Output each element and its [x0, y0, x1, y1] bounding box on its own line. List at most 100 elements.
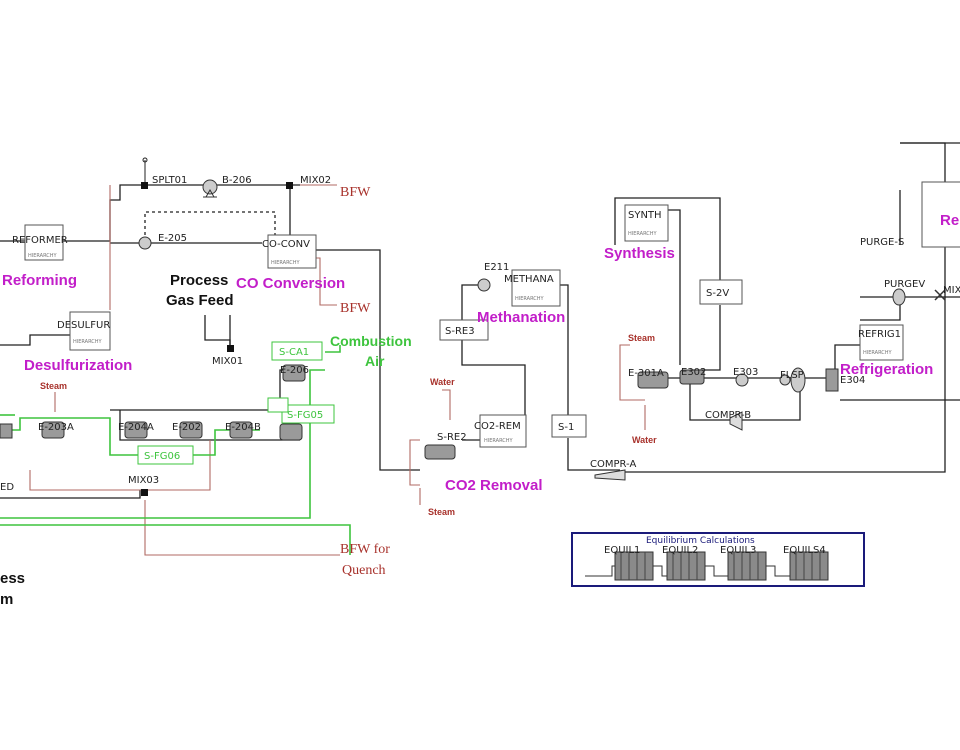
co2-removal-title: CO2 Removal — [445, 477, 543, 494]
right-edge-block[interactable]: Re — [921, 181, 960, 248]
svg-text:MIX03: MIX03 — [128, 475, 159, 486]
svg-text:S-CA1: S-CA1 — [279, 347, 309, 358]
sfg-small-block[interactable] — [267, 397, 289, 413]
pump-b206[interactable]: B-206 — [202, 175, 252, 198]
s1-block[interactable]: S-1 — [551, 414, 587, 438]
svg-text:E302: E302 — [681, 367, 706, 378]
sfg06-block[interactable]: S-FG06 — [137, 445, 194, 465]
sca1-block[interactable]: S-CA1 — [271, 341, 323, 361]
stream-methana-s1[interactable] — [560, 284, 569, 415]
stream-red-syn-steam[interactable] — [619, 344, 645, 401]
equil3-reactor[interactable]: EQUIL3 — [720, 545, 767, 581]
heat-exchanger-e206b[interactable] — [279, 423, 303, 441]
stream-flash-comprb[interactable] — [740, 390, 801, 421]
heat-exchanger-e204b[interactable]: E-204B — [225, 421, 261, 439]
sre3-block[interactable]: S-RE3 — [439, 319, 489, 341]
svg-text:MIX06: MIX06 — [943, 285, 960, 296]
heat-exchanger-e304[interactable]: E304 — [825, 368, 865, 392]
purgev-label: PURGEV — [884, 279, 925, 290]
equil4-reactor[interactable]: EQUILS4 — [783, 545, 829, 581]
stream-green-bottom[interactable] — [0, 524, 351, 555]
purgev-drum[interactable] — [892, 288, 906, 306]
desulfur-block[interactable]: DESULFUR HIERARCHY — [57, 311, 111, 351]
heat-exchanger-e301a[interactable]: E-301A — [628, 368, 669, 389]
purges-label: PURGE-S — [860, 237, 904, 248]
svg-text:FLSP: FLSP — [780, 370, 804, 381]
stream-comprb[interactable] — [689, 380, 735, 421]
stream-green-ca1[interactable] — [325, 345, 341, 353]
stream-red-bfw2[interactable] — [316, 257, 337, 306]
bfw-quench-label: BFW for Quench — [340, 542, 390, 578]
mix06-block[interactable]: MIX06 — [934, 285, 960, 301]
compr-a[interactable]: COMPR-A — [590, 459, 636, 481]
svg-text:S-RE2: S-RE2 — [437, 432, 467, 443]
svg-text:SYNTH: SYNTH — [628, 210, 662, 221]
equil1-reactor[interactable]: EQUIL1 — [604, 545, 654, 581]
sfg05-block[interactable]: S-FG05 — [281, 404, 335, 424]
svg-text:Quench: Quench — [342, 563, 386, 578]
reformer-block[interactable]: REFORMER HIERARCHY — [12, 224, 68, 261]
mix03-block[interactable]: MIX03 — [128, 475, 159, 496]
stream-desulfur-loop[interactable] — [0, 334, 70, 346]
methana-block[interactable]: METHANA HIERARCHY — [504, 269, 561, 307]
coconv-block[interactable]: CO-CONV HIERARCHY — [262, 234, 317, 269]
equilibrium-calculations-box[interactable]: Equilibrium Calculations EQUIL1 EQUIL2 E… — [571, 532, 865, 587]
heat-exchanger-e203a[interactable]: E-203A — [38, 421, 74, 439]
stream-sre3-down[interactable] — [461, 340, 526, 415]
svg-text:EQUIL3: EQUIL3 — [720, 545, 756, 556]
heat-exchanger-e204a[interactable]: E-204A — [118, 421, 154, 439]
stream-red-left[interactable] — [29, 440, 211, 491]
heat-exchanger-e202[interactable]: E-202 — [172, 421, 203, 439]
reforming-title: Reforming — [2, 272, 77, 289]
water-label-2: Water — [632, 435, 657, 445]
stream-red-co2[interactable] — [409, 439, 420, 486]
svg-text:Gas Feed: Gas Feed — [166, 292, 234, 309]
svg-text:m: m — [0, 591, 13, 608]
svg-text:MIX02: MIX02 — [300, 175, 331, 186]
splt01-block[interactable]: SPLT01 — [141, 157, 187, 189]
co2rem-block[interactable]: CO2-REM HIERARCHY — [474, 414, 527, 448]
stream-green-hx[interactable] — [0, 417, 260, 456]
stream-compra-long[interactable] — [625, 142, 946, 473]
equil2-reactor[interactable]: EQUIL2 — [662, 545, 706, 581]
mix01-block[interactable]: MIX01 — [212, 345, 243, 367]
flash-drum[interactable]: FLSP — [779, 367, 806, 393]
heat-exchanger-e303[interactable]: E303 — [733, 367, 758, 387]
stream-left-bottom[interactable] — [0, 490, 141, 499]
compr-b[interactable]: COMPR-B — [705, 410, 751, 431]
svg-text:S-FG06: S-FG06 — [144, 451, 180, 462]
svg-text:EQUIL1: EQUIL1 — [604, 545, 640, 556]
refrig1-block[interactable]: REFRIG1 HIERARCHY — [858, 324, 904, 361]
methanation-title: Methanation — [477, 309, 565, 326]
stream-mix01-in[interactable] — [204, 315, 231, 347]
heat-exchanger-left[interactable] — [0, 423, 13, 439]
svg-text:E304: E304 — [840, 375, 865, 386]
stream-synth-out[interactable] — [668, 209, 681, 365]
stream-red-water1[interactable] — [442, 389, 451, 420]
hx-row: E-203A E-204A E-202 E-204B E-206 — [0, 364, 309, 441]
process-gas-feed-label: Process Gas Feed — [166, 272, 234, 309]
mix02-block[interactable]: MIX02 — [286, 175, 331, 189]
stream-s2v-down[interactable] — [690, 305, 721, 371]
stream-synth-loop[interactable] — [614, 197, 721, 280]
svg-text:B-206: B-206 — [222, 175, 252, 186]
stream-sre3-methana[interactable] — [461, 284, 478, 320]
sre2-heat-exchanger[interactable]: S-RE2 — [424, 432, 467, 460]
synth-block[interactable]: SYNTH HIERARCHY — [624, 204, 669, 242]
svg-text:E-202: E-202 — [172, 422, 201, 433]
stream-hx-row[interactable] — [119, 410, 300, 441]
stream-coconv-out[interactable] — [316, 249, 420, 471]
heat-exchanger-e211[interactable]: E211 — [477, 262, 509, 292]
svg-text:Process: Process — [170, 272, 228, 289]
s2v-block[interactable]: S-2V — [699, 279, 743, 305]
stream-s1-compra[interactable] — [567, 438, 620, 471]
bfw-label-2: BFW — [340, 301, 371, 316]
process-steam-label: ess m — [0, 570, 25, 608]
heat-exchanger-e205[interactable]: E-205 — [138, 233, 187, 250]
stream-green-main[interactable] — [0, 369, 325, 519]
heat-exchanger-e206[interactable]: E-206 — [280, 364, 309, 382]
svg-text:BFW for: BFW for — [340, 542, 390, 557]
stream-reformer-coconv[interactable] — [62, 184, 300, 242]
heat-exchanger-e302[interactable]: E302 — [679, 367, 706, 385]
